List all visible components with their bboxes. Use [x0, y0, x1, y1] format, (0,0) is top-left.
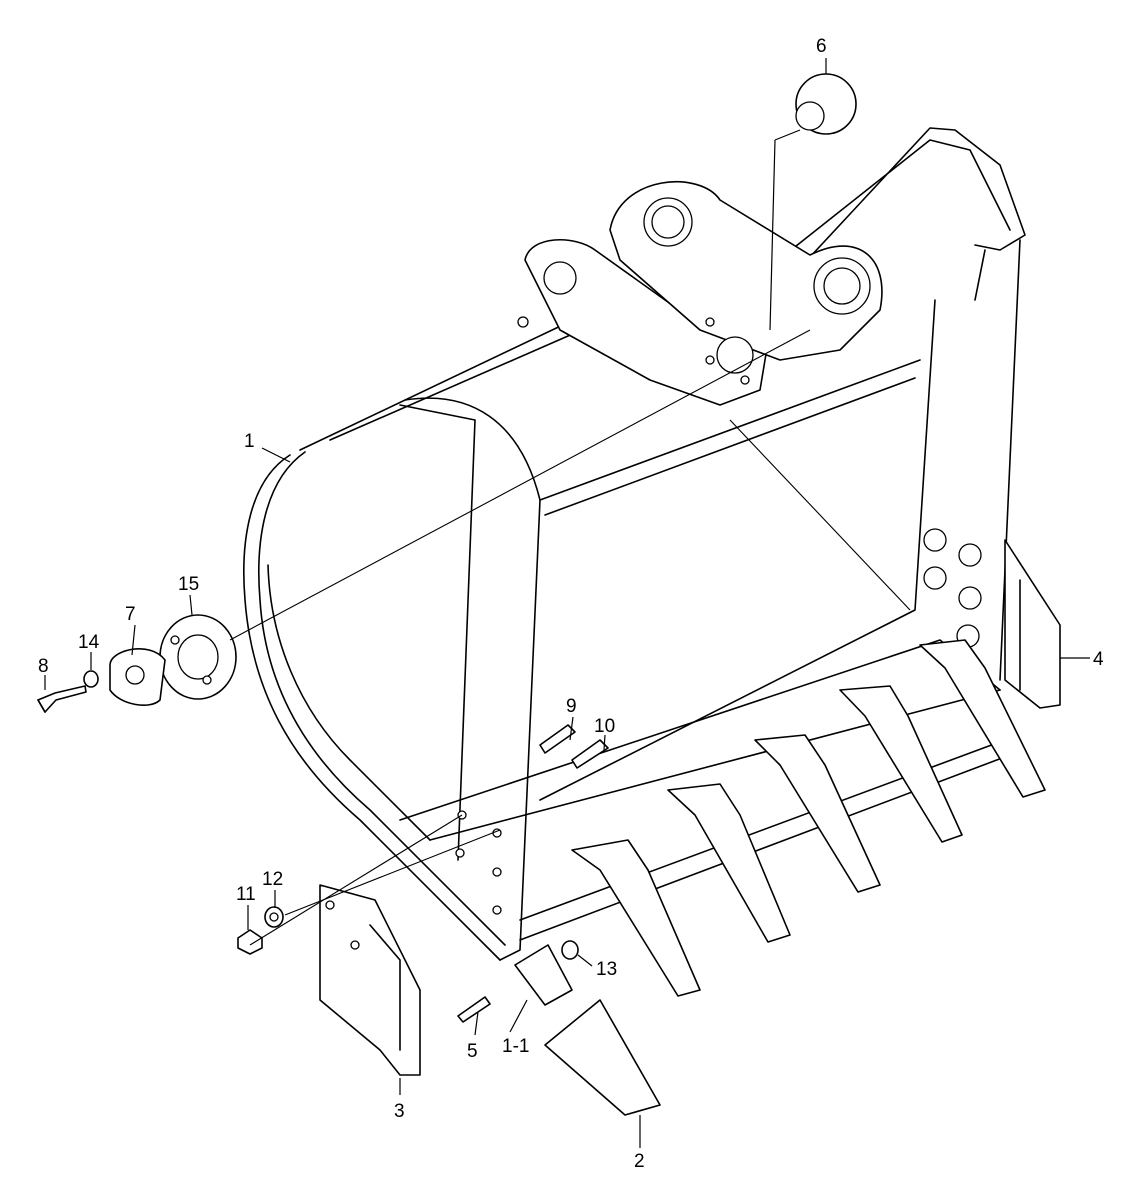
bushing — [795, 73, 857, 135]
callout-12: 12 — [262, 869, 283, 890]
callout-9: 9 — [566, 696, 577, 717]
leader-lines — [44, 58, 1090, 1148]
callout-14: 14 — [78, 632, 100, 653]
callout-8: 8 — [38, 656, 49, 677]
side-cutter-left — [319, 884, 421, 1076]
callout-labels: 1 1-1 2 3 4 5 6 7 8 9 10 11 12 13 14 15 — [38, 36, 1104, 1172]
callout-4: 4 — [1093, 649, 1104, 670]
callout-11: 11 — [236, 884, 256, 905]
callout-7: 7 — [125, 604, 136, 625]
bolts-9-10 — [539, 724, 609, 769]
bucket-teeth — [514, 639, 1046, 1116]
side-cutter-bolts — [923, 528, 982, 648]
callout-1: 1 — [244, 431, 255, 452]
callout-15: 15 — [178, 574, 199, 595]
shim-assembly — [37, 614, 237, 713]
callout-13: 13 — [596, 959, 617, 980]
callout-6: 6 — [816, 36, 827, 57]
callout-3: 3 — [394, 1101, 405, 1122]
callout-1-1: 1-1 — [502, 1036, 529, 1057]
bucket-body — [243, 127, 1026, 961]
small-hardware — [237, 906, 579, 1023]
callout-10: 10 — [594, 716, 615, 737]
callout-5: 5 — [467, 1041, 478, 1062]
side-cutter-right — [1004, 539, 1061, 709]
callout-2: 2 — [634, 1151, 645, 1172]
